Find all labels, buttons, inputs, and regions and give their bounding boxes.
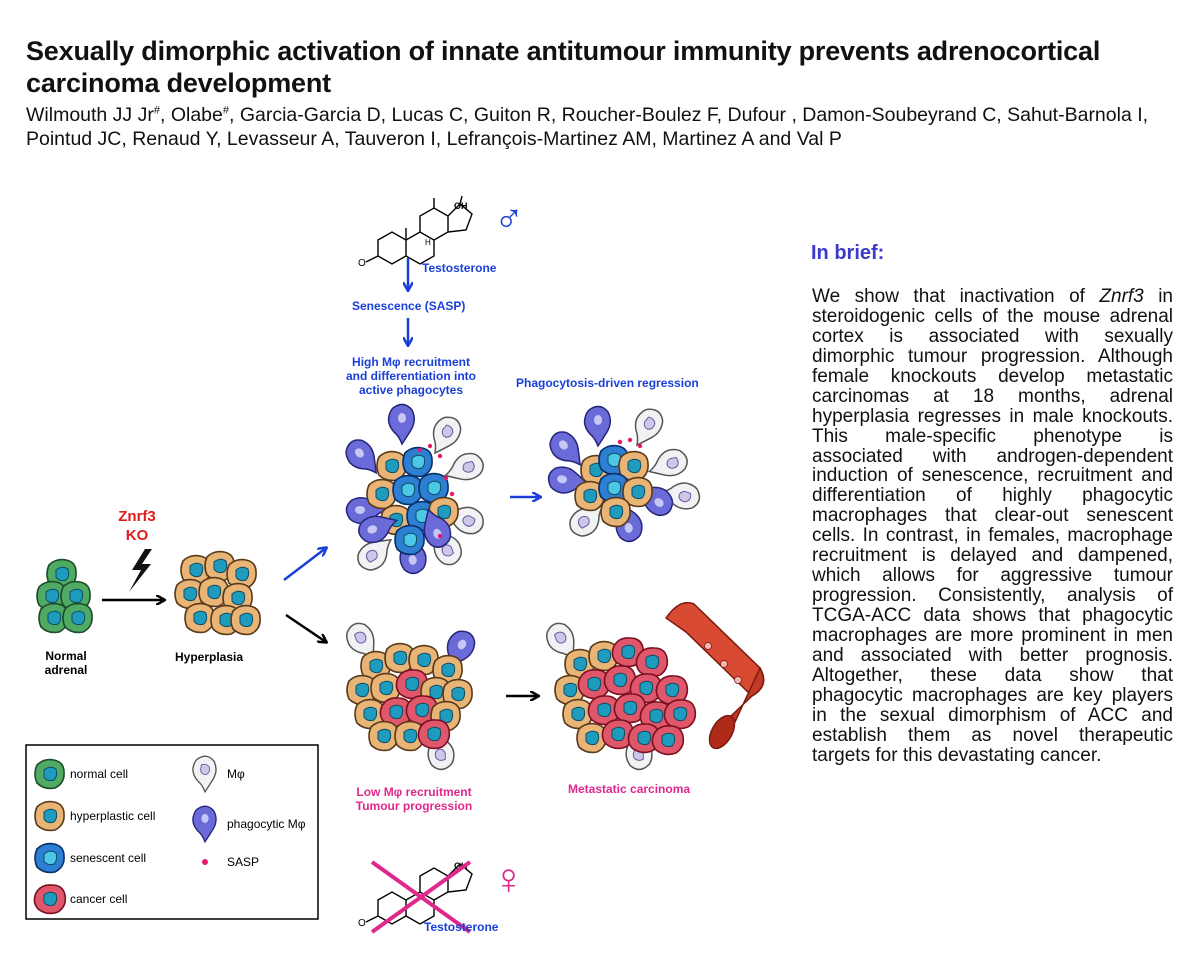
male-senescent-cluster (339, 403, 488, 577)
female-tumour-cluster (340, 617, 481, 773)
legend-box (25, 744, 319, 920)
testosterone-label-top: Testosterone (422, 261, 497, 275)
svg-text:Low Mφ recruitment: Low Mφ recruitment (356, 785, 471, 799)
legend-sasp-label: SASP (227, 855, 259, 869)
author-1: Wilmouth JJ Jr (26, 104, 154, 126)
in-brief-heading: In brief: (811, 242, 885, 264)
svg-text:Normal: Normal (45, 649, 86, 663)
gene-name: Znrf3 (1099, 286, 1144, 307)
legend-cancer-label: cancer cell (70, 892, 127, 906)
female-symbol-icon: ♀ (492, 855, 525, 904)
male-symbol-icon: ♂ (494, 197, 524, 241)
svg-text:and differentiation into: and differentiation into (346, 369, 476, 383)
normal-adrenal-label: Normal adrenal (45, 649, 88, 677)
znrf3-label: Znrf3 (118, 508, 156, 525)
legend-macrophage-label: Mφ (227, 767, 245, 781)
svg-text:active phagocytes: active phagocytes (359, 383, 463, 397)
blood-vessel-icon (664, 601, 765, 750)
senescence-label: Senescence (SASP) (352, 299, 465, 313)
hyperplasia-cluster (174, 550, 261, 636)
oh-label-bottom: OH (454, 861, 468, 871)
low-recruitment-label: Low Mφ recruitment Tumour progression (356, 785, 472, 813)
page-title: Sexually dimorphic activation of innate … (26, 36, 1101, 98)
author-2: , Olabe (159, 104, 223, 126)
svg-text:adrenal: adrenal (45, 663, 88, 677)
hydrogen-label: H (425, 238, 431, 247)
normal-adrenal-cluster (36, 558, 93, 634)
metastatic-label: Metastatic carcinoma (568, 782, 690, 796)
legend-sasp-dot-icon (202, 859, 208, 865)
svg-text:High Mφ recruitment: High Mφ recruitment (352, 355, 470, 369)
high-recruitment-label: High Mφ recruitment and differentiation … (346, 355, 476, 397)
legend-hyperplastic-cell-icon (34, 800, 65, 832)
legend-hyperplastic-label: hyperplastic cell (70, 809, 155, 823)
equal-contribution-mark: # (222, 104, 229, 117)
arrow-to-male-branch (283, 548, 326, 581)
oxygen-label: O (358, 258, 366, 269)
regression-cluster (543, 403, 703, 545)
phagocytosis-regression-label: Phagocytosis-driven regression (516, 376, 699, 390)
testosterone-label-bottom: Testosterone (424, 920, 499, 934)
svg-text:Tumour progression: Tumour progression (356, 799, 472, 813)
arrow-to-female-branch (285, 613, 326, 642)
authors-rest: , Garcia-Garcia D, Lucas C, Guiton R, Ro… (26, 104, 1149, 150)
ko-label: KO (126, 527, 149, 544)
hyperplasia-label: Hyperplasia (175, 650, 243, 664)
cross-out-line (370, 860, 472, 934)
testosterone-molecule-top (365, 195, 473, 265)
legend-senescent-label: senescent cell (70, 851, 146, 865)
legend-normal-cell-icon (34, 758, 65, 790)
lightning-bolt-icon (129, 549, 152, 592)
in-brief-text: We show that inactivation of Znrf3 in st… (812, 286, 1173, 766)
oxygen-label-bottom: O (358, 918, 366, 929)
oh-label: OH (454, 201, 468, 211)
legend-normal-label: normal cell (70, 767, 128, 781)
legend-phagocytic-label: phagocytic Mφ (227, 817, 306, 831)
equal-contribution-mark: # (153, 104, 160, 117)
author-list: Wilmouth JJ Jr#, Olabe#, Garcia-Garcia D… (26, 104, 1176, 151)
legend-senescent-cell-icon (34, 842, 65, 874)
legend-cancer-cell-icon (33, 884, 67, 915)
metastatic-cluster (540, 617, 697, 773)
